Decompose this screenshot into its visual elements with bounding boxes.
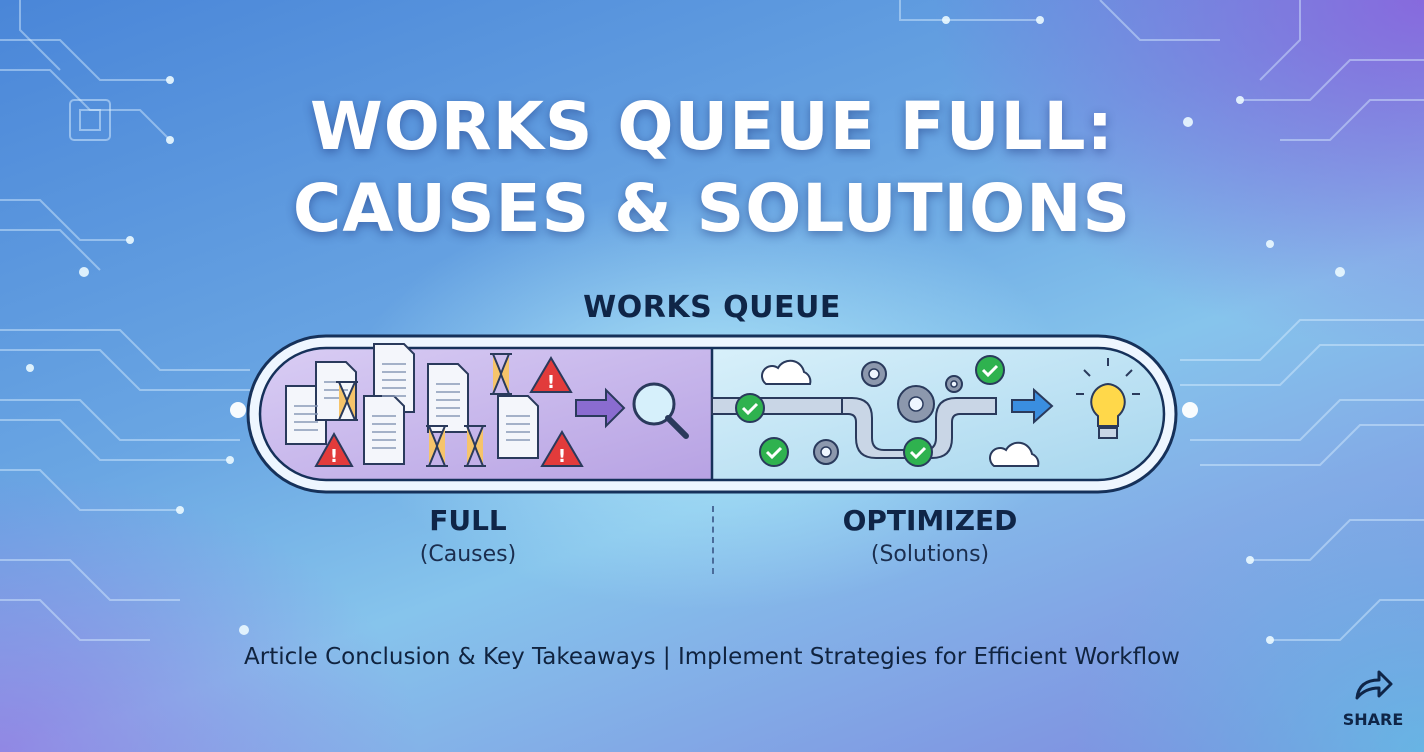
share-button[interactable]: SHARE [1336,664,1410,729]
full-label: FULL [429,504,507,537]
title-line-1: WORKS QUEUE FULL: [309,88,1114,165]
page-title: WORKS QUEUE FULL: CAUSES & SOLUTIONS [0,86,1424,250]
queue-label: WORKS QUEUE [583,290,841,325]
share-arrow-icon [1355,670,1393,700]
solutions-label: (Solutions) [870,542,990,567]
svg-text:!: ! [330,446,338,467]
warning-icon [314,356,584,467]
section-divider [712,506,714,574]
title-line-2: CAUSES & SOLUTIONS [292,170,1132,247]
works-queue-pill: !!! [246,334,1178,494]
article-caption: Article Conclusion & Key Takeaways | Imp… [244,644,1180,670]
svg-text:!: ! [547,372,555,393]
checkmark-icon [735,355,1005,467]
hourglass-icon [336,353,512,467]
optimized-label: OPTIMIZED [842,504,1018,537]
causes-label: (Causes) [419,542,517,567]
arrow-right-icon [575,387,626,429]
magnifier-icon [632,382,689,439]
cloud-icon [761,359,1040,467]
share-label: SHARE [1342,710,1404,729]
lightbulb-icon [1076,358,1140,439]
svg-text:!: ! [558,446,566,467]
